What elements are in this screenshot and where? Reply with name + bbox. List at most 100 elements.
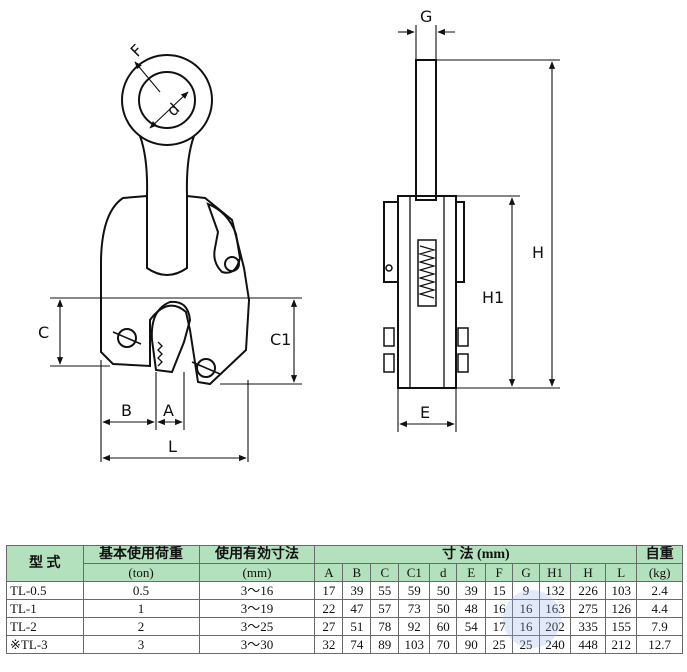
cell-dim-e: 54 (456, 617, 487, 636)
jaw-teeth (157, 341, 163, 367)
header-dims: 寸 法 (mm) (314, 545, 638, 564)
cell-load: 1 (82, 599, 200, 618)
cell-dim-c: 78 (370, 617, 400, 636)
jaw (150, 300, 192, 374)
side-plate-left (383, 201, 399, 283)
lifting-eye-outer (121, 54, 213, 146)
header-dim-b: B (342, 563, 372, 582)
cell-dim-h1: 163 (538, 599, 572, 618)
cell-model: ※TL-3 (6, 635, 84, 654)
header-dim-d: d (429, 563, 458, 582)
label-L: L (168, 437, 177, 456)
header-model: 型 式 (6, 545, 84, 582)
cell-dim-h: 275 (570, 599, 607, 618)
cell-dim-h1: 202 (538, 617, 572, 636)
spring (417, 245, 437, 299)
cell-dim-b: 47 (342, 599, 372, 618)
cell-dim-c: 55 (370, 581, 400, 600)
header-dim-c1: C1 (398, 563, 431, 582)
cell-load: 0.5 (82, 581, 200, 600)
pivot-right (196, 358, 216, 378)
label-G: G (420, 7, 432, 26)
header-range-unit: (mm) (198, 563, 316, 582)
cell-weight: 12.7 (636, 635, 683, 654)
front-dimensions (50, 61, 302, 462)
cell-dim-c1: 103 (398, 635, 431, 654)
header-load: 基本使用荷重 (82, 545, 200, 564)
header-range: 使用有効寸法 (198, 545, 316, 564)
cell-dim-g: 25 (512, 635, 540, 654)
cell-dim-h: 226 (570, 581, 607, 600)
cell-dim-a: 22 (314, 599, 344, 618)
cell-model: TL-1 (6, 599, 84, 618)
header-load-unit: (ton) (82, 563, 200, 582)
header-dim-f: F (485, 563, 514, 582)
cell-load: 3 (82, 635, 200, 654)
cell-dim-b: 39 (342, 581, 372, 600)
cell-dim-f: 15 (485, 581, 514, 600)
cell-range: 3〜30 (198, 635, 316, 654)
cell-dim-c1: 73 (398, 599, 431, 618)
cell-dim-a: 32 (314, 635, 344, 654)
front-dimension-labels: F d C C1 B A L (38, 41, 291, 456)
header-dim-h: H (570, 563, 607, 582)
cell-dim-f: 16 (485, 599, 514, 618)
cell-range: 3〜25 (198, 617, 316, 636)
cell-dim-c: 57 (370, 599, 400, 618)
header-dim-a: A (314, 563, 344, 582)
cell-dim-g: 16 (512, 617, 540, 636)
cell-weight: 4.4 (636, 599, 683, 618)
cell-dim-b: 74 (342, 635, 372, 654)
cam-lever (206, 202, 242, 274)
cell-dim-f: 17 (485, 617, 514, 636)
cell-dim-l: 126 (605, 599, 638, 618)
side-plate-right (455, 201, 465, 283)
cell-dim-c: 89 (370, 635, 400, 654)
header-dim-c: C (370, 563, 400, 582)
front-view (100, 54, 251, 386)
side-shackle (415, 59, 437, 201)
cell-dim-e: 90 (456, 635, 487, 654)
label-F: F (127, 41, 147, 61)
cell-dim-c1: 59 (398, 581, 431, 600)
cell-dim-a: 27 (314, 617, 344, 636)
label-E: E (420, 403, 430, 422)
cell-model: TL-2 (6, 617, 84, 636)
header-dim-l: L (605, 563, 638, 582)
cell-dim-e: 48 (456, 599, 487, 618)
header-weight: 自重 (636, 545, 683, 564)
cell-dim-d: 50 (429, 581, 458, 600)
cell-dim-c1: 92 (398, 617, 431, 636)
label-H1: H1 (482, 288, 504, 307)
cell-dim-h: 335 (570, 617, 607, 636)
side-dimension-labels: G H H1 E (420, 7, 544, 422)
technical-drawing: F d C C1 B A L (38, 7, 560, 462)
clamp-body (100, 195, 251, 386)
cell-dim-d: 70 (429, 635, 458, 654)
cell-dim-l: 212 (605, 635, 638, 654)
cell-dim-g: 16 (512, 599, 540, 618)
cell-dim-g: 9 (512, 581, 540, 600)
header-dim-g: G (512, 563, 540, 582)
cell-load: 2 (82, 617, 200, 636)
cell-dim-f: 25 (485, 635, 514, 654)
cell-dim-a: 17 (314, 581, 344, 600)
spec-table: 型 式 基本使用荷重 使用有効寸法 寸 法 (mm) 自重 (ton) (mm)… (6, 545, 683, 654)
cell-dim-h1: 132 (538, 581, 572, 600)
cell-range: 3〜19 (198, 599, 316, 618)
header-dim-e: E (456, 563, 487, 582)
spring-housing (417, 239, 437, 307)
cam-pin (224, 256, 240, 272)
side-dimensions (397, 25, 560, 432)
label-A: A (163, 401, 174, 420)
header-dim-h1: H1 (538, 563, 572, 582)
cell-range: 3〜16 (198, 581, 316, 600)
cell-dim-b: 51 (342, 617, 372, 636)
header-weight-unit: (kg) (636, 563, 683, 582)
cell-dim-l: 155 (605, 617, 638, 636)
cell-weight: 2.4 (636, 581, 683, 600)
cell-weight: 7.9 (636, 617, 683, 636)
